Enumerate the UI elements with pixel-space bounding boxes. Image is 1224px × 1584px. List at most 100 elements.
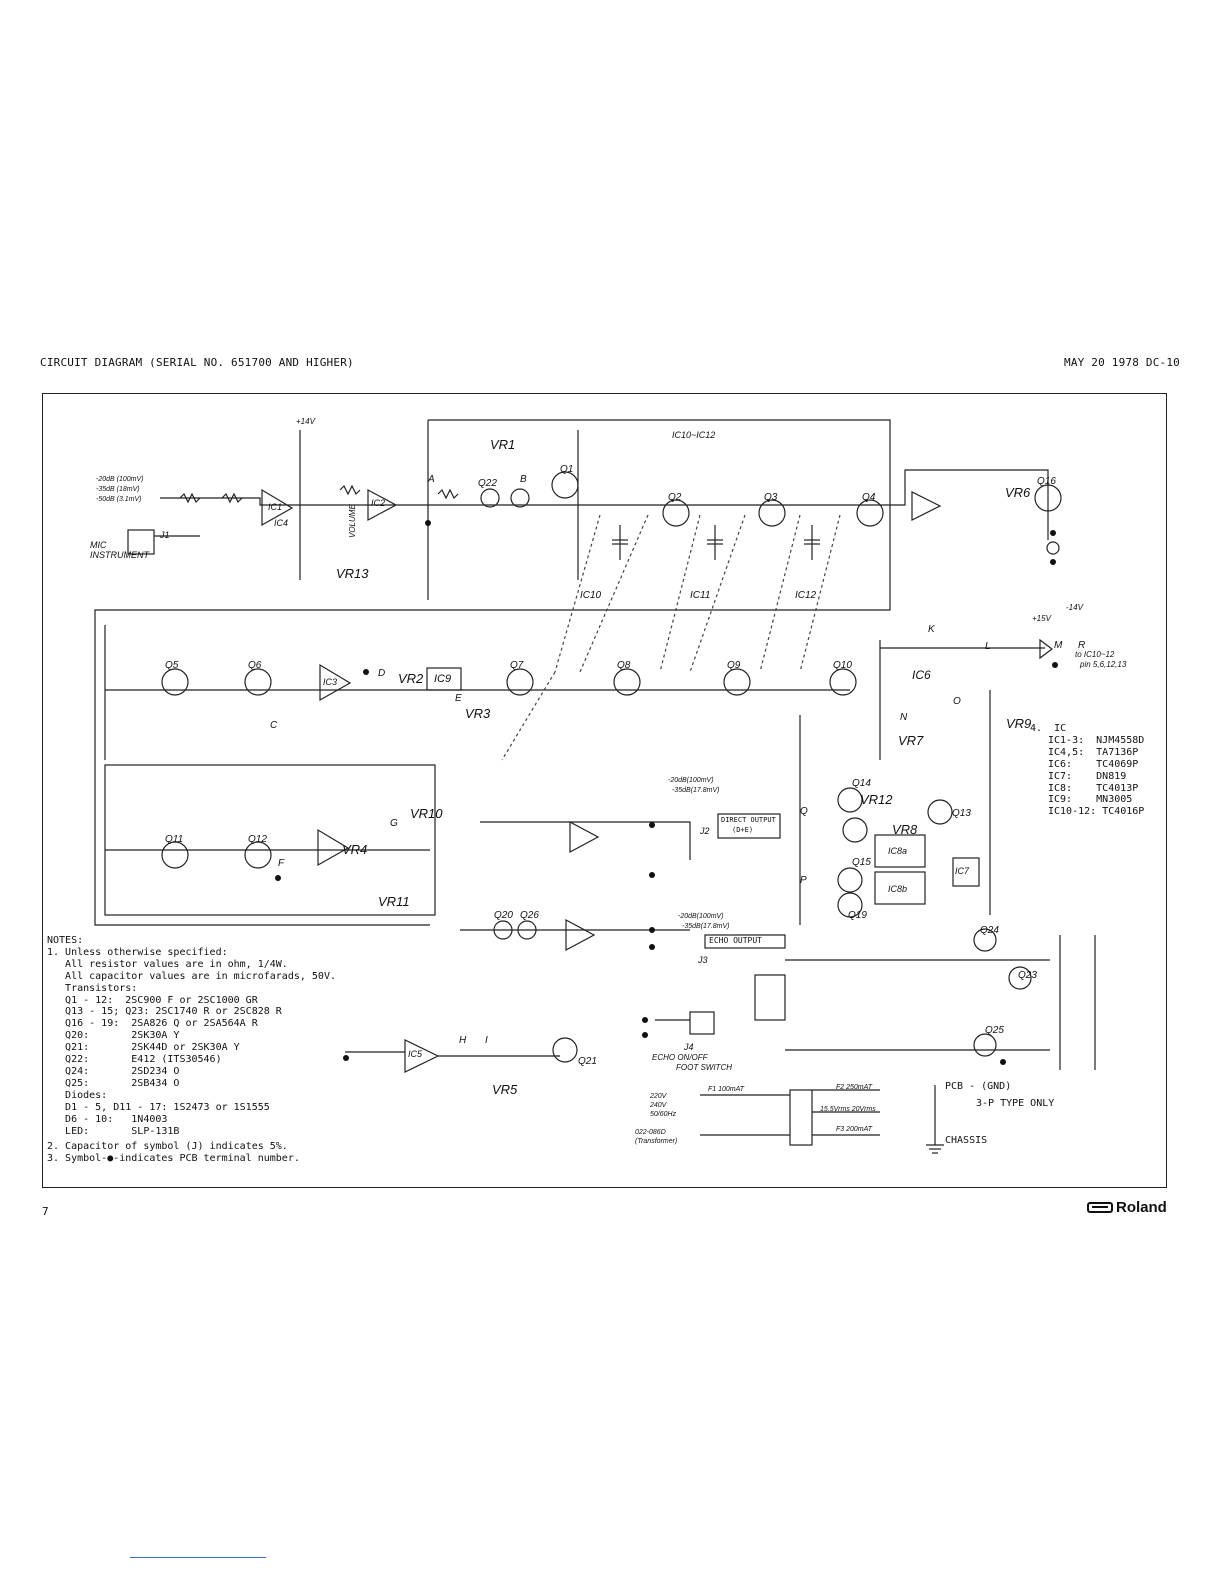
input-level-1: -20dB (100mV) [96,476,144,483]
mic-instrument-label: MIC INSTRUMENT [90,540,149,560]
ic6-inverter [1039,638,1053,660]
notes-heading: NOTES: [47,935,84,946]
direct-output-label: DIRECT OUTPUT [721,816,776,824]
note-line: Transistors: [47,982,138,994]
note-line: Q22: E412 (ITS30546) [47,1054,222,1066]
f3-label: F3 200mAT [836,1126,873,1133]
q1-label: Q1 [560,464,574,475]
direct-output-sub: (D+E) [732,826,754,834]
jack-j1-label: J1 [160,530,170,540]
note-line: LED: SLP-131B [47,1125,180,1137]
vr3-label: VR3 [465,706,491,721]
q15-transistor [837,867,863,893]
mains-label: 220V 240V 50/60Hz [650,1093,677,1118]
q14-label: Q14 [852,778,871,789]
roland-logo-text: Roland [1116,1199,1167,1216]
input-jack-j1 [127,529,155,555]
q16-label: Q16 [1037,476,1056,487]
ic1-opamp [261,488,294,527]
node-l: L [985,641,991,652]
vr12-label: VR12 [860,792,893,807]
ic-list-item: IC4,5: TA7136P [1048,746,1139,758]
volume-label: VOLUME [348,504,357,538]
input-level-3: -50dB (3.1mV) [96,496,142,503]
node-b: B [520,474,527,485]
q20-label: Q20 [494,910,513,921]
q7-transistor [506,668,534,696]
ic7-regulator [952,857,980,887]
ic8b-flipflop [874,871,926,905]
q13-label: Q13 [952,808,971,819]
node-m: M [1054,640,1063,651]
direct-out-opamp [569,820,600,854]
note-line: D6 - 10: 1N4003 [47,1113,168,1125]
schematic-frame [42,393,1167,1188]
q25-transistor [973,1033,997,1057]
q2-label: Q2 [668,492,682,503]
note-line: Q13 - 15; Q23: 2SC1740 R or 2SC828 R [47,1006,282,1018]
ic-list-item: IC9: MN3005 [1048,794,1133,806]
footswitch-jack-j4 [689,1011,715,1035]
ic2-opamp [367,488,398,522]
note-line: All capacitor values are in microfarads,… [47,970,336,982]
q24-label: Q24 [980,925,999,936]
pins-label: pin 5,6,12,13 [1080,660,1127,669]
ic-buffer-top-right [911,491,942,521]
jack-j4-label: J4 [684,1042,694,1052]
to-ic10-label: to IC10~12 [1075,650,1115,659]
q8-label: Q8 [617,660,631,671]
vr8-label: VR8 [892,822,918,837]
jack-j2-label: J2 [700,826,710,836]
node-e: E [455,693,462,704]
pcb-gnd-label: PCB - (GND) [945,1081,1012,1092]
mains-transformer [789,1089,813,1146]
vr6-label: VR6 [1005,485,1031,500]
f1-label: F1 100mAT [708,1086,745,1093]
q9-transistor [723,668,751,696]
q26-label: Q26 [520,910,539,921]
ic-list-item: IC1-3: NJM4558D [1048,734,1145,746]
page-title: CIRCUIT DIAGRAM (SERIAL NO. 651700 AND H… [40,356,354,369]
note-line: 3. Symbol-●-indicates PCB terminal numbe… [47,1153,300,1165]
note-line: D1 - 5, D11 - 17: 1S2473 or 1S1555 [47,1101,270,1113]
page-number: 7 [42,1205,49,1218]
q12-transistor [244,841,272,869]
rail-minus14: -14V [1066,603,1083,612]
note-line: Diodes: [47,1089,108,1101]
ic6-label: IC6 [912,668,931,682]
ic8a-label: IC8a [888,846,908,856]
node-f: F [278,858,285,869]
ic3-label: IC3 [323,677,338,687]
q25-label: Q25 [985,1025,1004,1036]
wire-top-main [160,497,890,506]
q10-label: Q10 [833,660,852,671]
ic-list-item: IC8: TC4013P [1048,782,1139,794]
input-level-2: -35dB (18mV) [96,486,140,493]
q19-transistor [837,892,863,918]
node-q: Q [800,806,808,817]
q22-fet [480,488,500,508]
ic3-opamp [319,663,352,702]
secondary-label: 15.5Vrms 20Vrms [820,1106,876,1113]
q5-label: Q5 [165,660,179,671]
node-o: O [953,696,961,707]
node-h: H [459,1035,467,1046]
ic4-label: IC4 [274,518,289,528]
q14-transistor [837,787,863,813]
q16-transistor [1034,484,1062,512]
node-c: C [270,720,278,731]
vr7-label: VR7 [898,733,924,748]
vr4-label: VR4 [342,842,368,857]
f2-label: F2 250mAT [836,1084,873,1091]
q9-label: Q9 [727,660,741,671]
q1-transistor [551,471,579,499]
rail-plus14: +14V [296,417,315,426]
echo-output-label: ECHO OUTPUT [709,936,762,945]
q15-label: Q15 [852,857,871,868]
node-d: D [378,668,386,679]
ic-list-item: IC10-12: TC4016P [1048,806,1145,818]
q5-transistor [161,668,189,696]
ic1-label: IC1 [268,502,283,512]
vr13-label: VR13 [336,566,369,581]
note-line: 2. Capacitor of symbol (J) indicates 5%. [47,1141,288,1153]
